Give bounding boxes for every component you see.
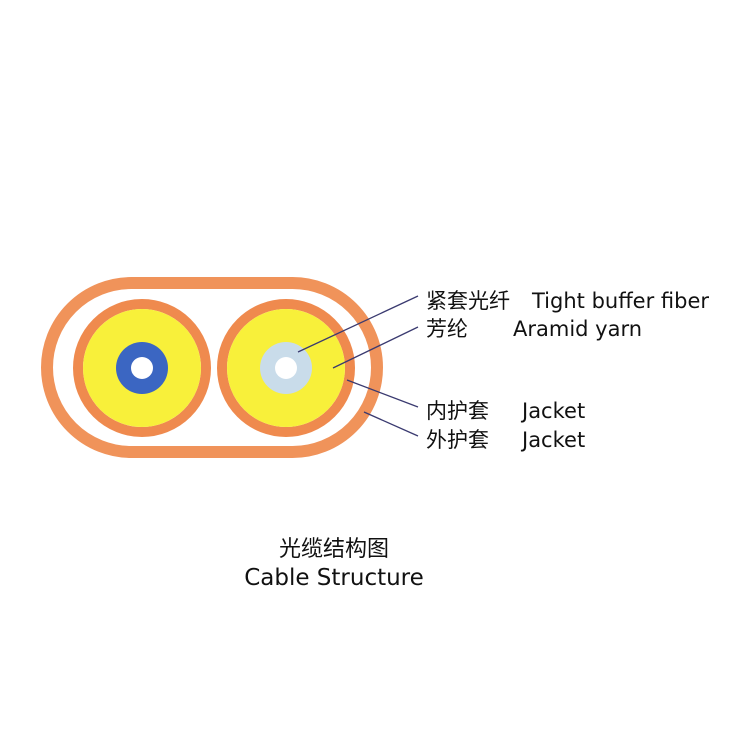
label-outer-jacket-zh: 外护套 [426,428,489,452]
label-inner-jacket-en: Jacket [522,399,586,423]
label-aramid-en: Aramid yarn [513,317,643,341]
inner-jacket-right [217,299,355,437]
label-outer-jacket-en: Jacket [522,428,586,452]
fiber-core-right [275,357,297,379]
label-aramid-zh: 芳纶 [426,317,468,341]
leader-line-outer-jacket [363,411,419,437]
label-tight-buffer-en: Tight buffer fiber [532,289,710,313]
leader-line-aramid [332,326,419,369]
fiber-core-left [131,357,153,379]
caption-en: Cable Structure [244,565,424,591]
leader-line-inner-jacket [346,379,419,408]
label-inner-jacket-zh: 内护套 [426,399,489,423]
outer-jacket [41,277,383,458]
inner-jacket-left [73,299,211,437]
label-tight-buffer-zh: 紧套光纤 [426,289,510,313]
caption-zh: 光缆结构图 [278,537,389,562]
leader-line-tight-buffer [297,295,419,353]
